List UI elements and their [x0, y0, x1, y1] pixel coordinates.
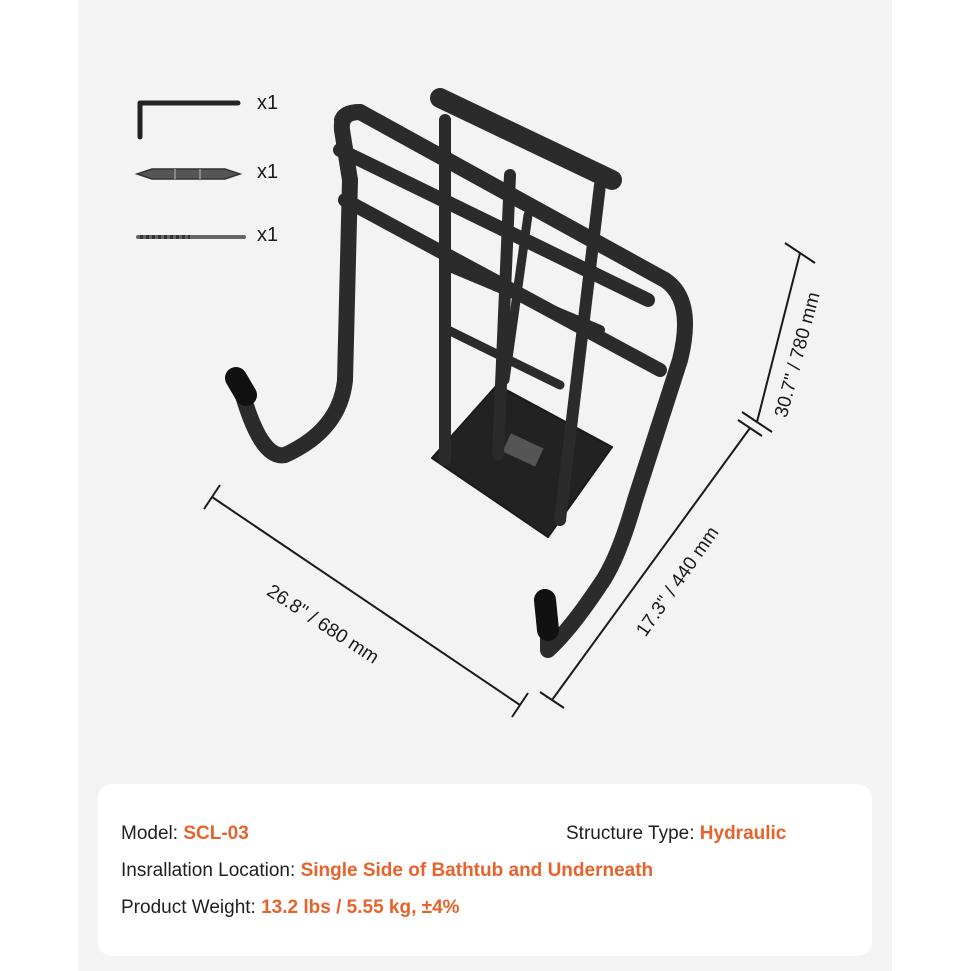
spec-card [98, 784, 872, 956]
spec-model-value: SCL-03 [183, 823, 249, 844]
allen-key-icon [137, 100, 241, 140]
spec-location: Insrallation Location: Single Side of Ba… [121, 860, 653, 882]
spec-location-value: Single Side of Bathtub and Underneath [300, 860, 654, 881]
spec-weight-value: 13.2 lbs / 5.55 kg, ±4% [261, 897, 460, 918]
commode-lift-frame [225, 88, 693, 658]
spec-weight-label: Product Weight: [121, 897, 262, 918]
screwdriver-bit-qty: x1 [257, 161, 279, 183]
drill-bit-qty: x1 [257, 224, 279, 246]
spec-weight: Product Weight: 13.2 lbs / 5.55 kg, ±4% [121, 897, 460, 919]
screwdriver-bit-icon [134, 168, 243, 180]
spec-model: Model: SCL-03 [121, 823, 249, 845]
spec-structure-value: Hydraulic [699, 823, 787, 844]
dimension-lines [203, 242, 816, 718]
spec-structure-label: Structure Type: [566, 823, 700, 844]
spec-model-label: Model: [121, 823, 184, 844]
spec-location-label: Insrallation Location: [121, 860, 301, 881]
spec-structure: Structure Type: Hydraulic [566, 823, 786, 845]
allen-key-qty: x1 [257, 92, 279, 114]
